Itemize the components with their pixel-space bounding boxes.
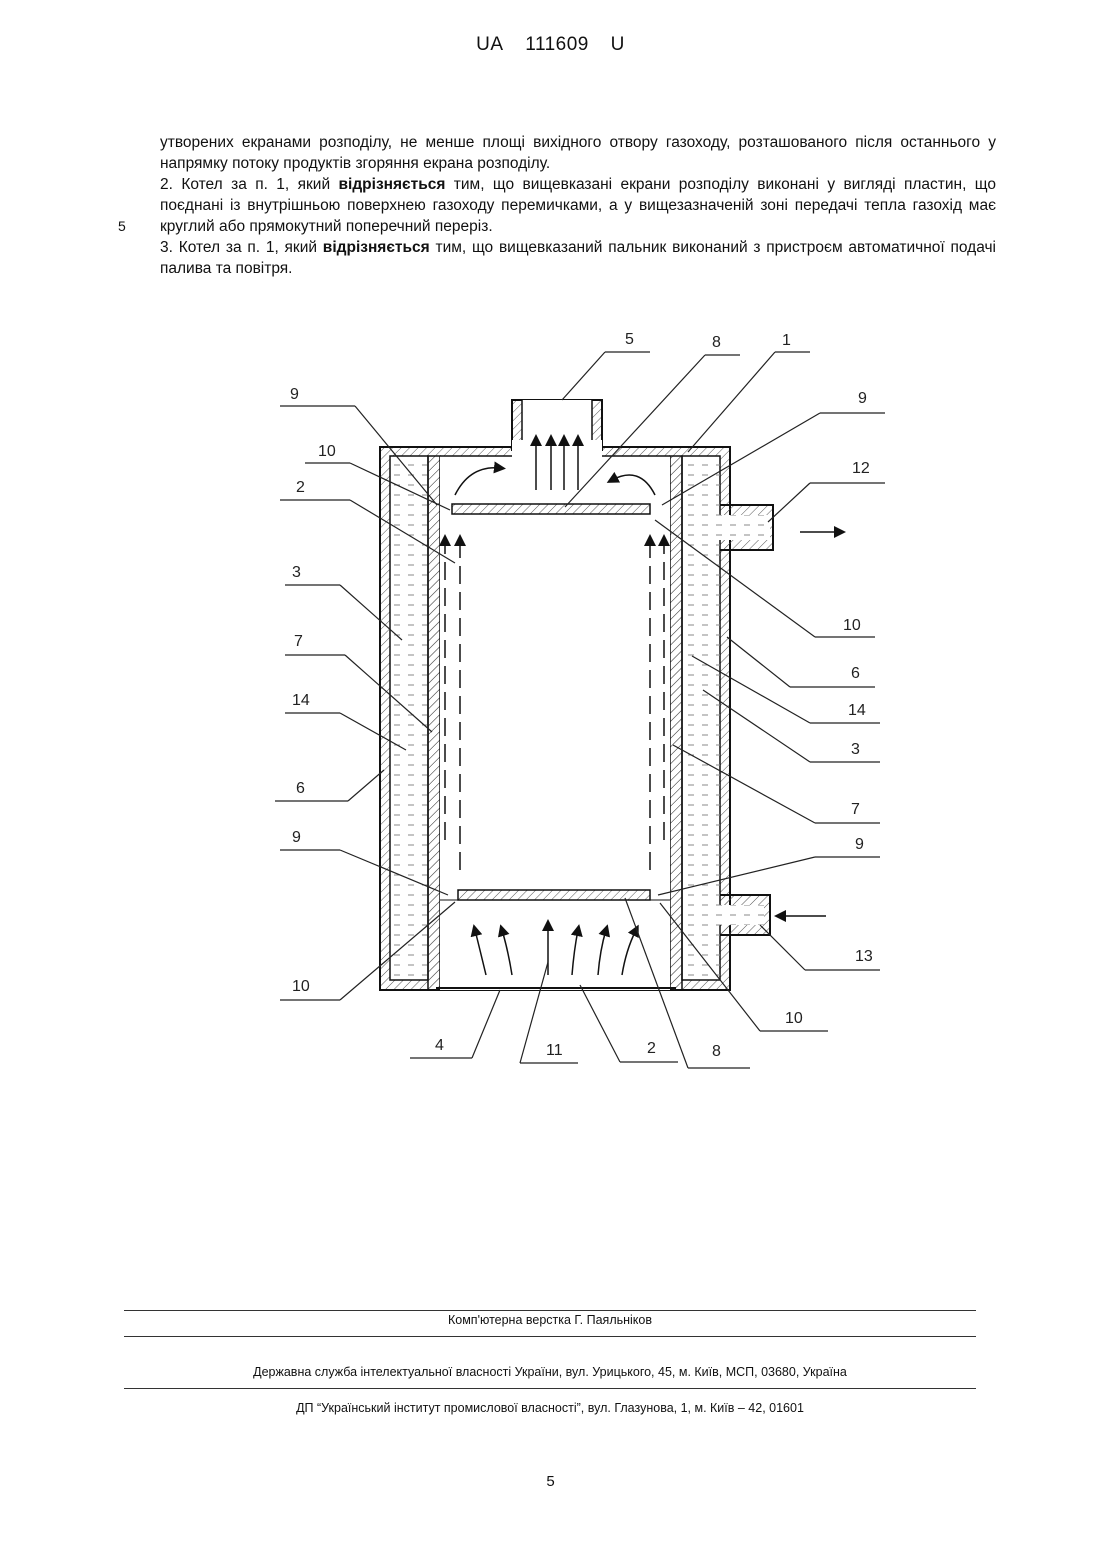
label-13-right: 13 bbox=[855, 948, 873, 965]
label-9-right-bottom: 9 bbox=[855, 836, 864, 853]
label-8-top: 8 bbox=[712, 334, 721, 351]
label-2-bottom: 2 bbox=[647, 1040, 656, 1057]
boiler-drawing: 5 8 1 9 10 2 3 7 14 6 9 10 9 12 10 6 14 … bbox=[0, 0, 1101, 1100]
label-14-right: 14 bbox=[848, 702, 866, 719]
label-6-right: 6 bbox=[851, 665, 860, 682]
label-10-right-bottom: 10 bbox=[785, 1010, 803, 1027]
label-12-right: 12 bbox=[852, 460, 870, 477]
label-2-left: 2 bbox=[296, 479, 305, 496]
label-1-top: 1 bbox=[782, 332, 791, 349]
label-4-bottom: 4 bbox=[435, 1037, 444, 1054]
label-7-left: 7 bbox=[294, 633, 303, 650]
inner-flue-wall bbox=[428, 440, 682, 990]
label-7-right: 7 bbox=[851, 801, 860, 818]
label-3-left: 3 bbox=[292, 564, 301, 581]
label-5-top: 5 bbox=[625, 331, 634, 348]
footer-institute: ДП “Український інститут промислової вла… bbox=[124, 1401, 976, 1415]
label-10-left-top: 10 bbox=[318, 443, 336, 460]
label-9-left-top: 9 bbox=[290, 386, 299, 403]
label-14-left: 14 bbox=[292, 692, 310, 709]
label-11-bottom: 11 bbox=[546, 1042, 563, 1059]
footer-rule-1 bbox=[124, 1310, 976, 1311]
footer-office: Державна служба інтелектуальної власност… bbox=[124, 1365, 976, 1379]
label-3-right: 3 bbox=[851, 741, 860, 758]
label-10-left-bottom: 10 bbox=[292, 978, 310, 995]
label-9-left-bottom: 9 bbox=[292, 829, 301, 846]
label-9-right-top: 9 bbox=[858, 390, 867, 407]
label-10-right-top: 10 bbox=[843, 617, 861, 634]
label-6-left: 6 bbox=[296, 780, 305, 797]
footer-layout-credit: Комп'ютерна верстка Г. Паяльніков bbox=[124, 1313, 976, 1327]
label-8-bottom: 8 bbox=[712, 1043, 721, 1060]
footer-rule-2 bbox=[124, 1336, 976, 1337]
page-number: 5 bbox=[0, 1473, 1101, 1490]
footer-rule-3 bbox=[124, 1388, 976, 1389]
